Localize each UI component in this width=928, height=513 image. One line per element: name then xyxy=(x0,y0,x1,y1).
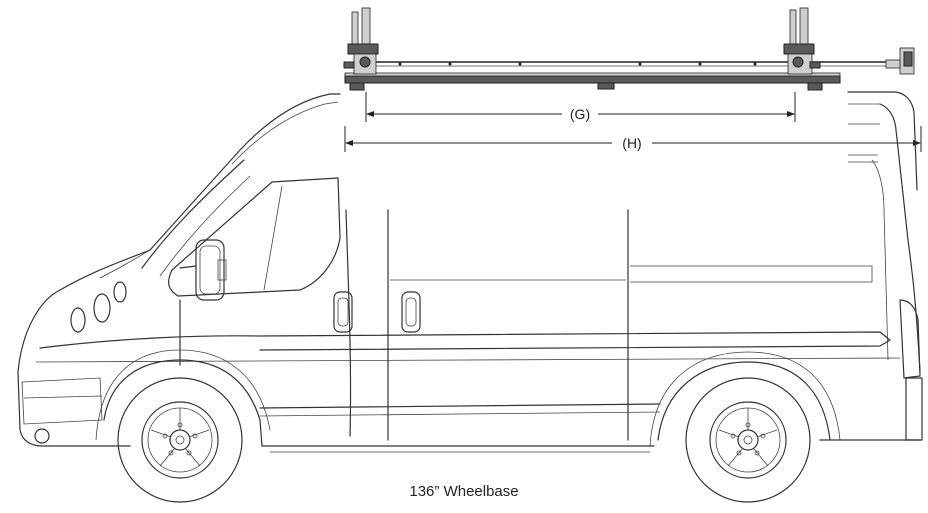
dimension-g: (G) xyxy=(365,92,796,122)
dimension-h: (H) xyxy=(344,126,922,152)
left-ladder-clamp xyxy=(343,7,379,75)
front-wheel xyxy=(117,377,243,503)
roof-rack xyxy=(343,7,915,91)
right-ladder-clamp xyxy=(783,7,821,75)
wheelbase-label: 136” Wheelbase xyxy=(409,483,518,500)
van-body xyxy=(17,91,923,453)
rear-wheel xyxy=(685,377,811,503)
dimension-g-label: (G) xyxy=(570,106,590,122)
rear-end-cap xyxy=(885,47,915,75)
dimension-h-label: (H) xyxy=(622,135,641,151)
